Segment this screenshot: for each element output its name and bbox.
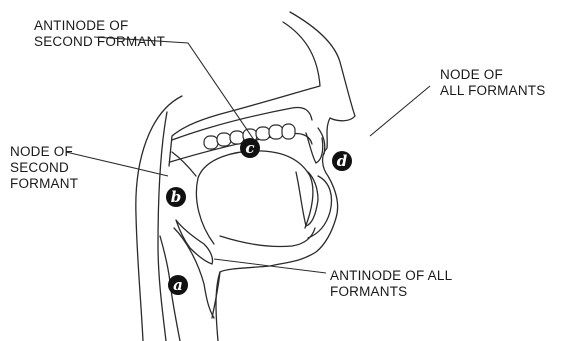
- tooth-1: [204, 136, 218, 149]
- label-antinode-all-line1: ANTINODE OF ALL: [330, 268, 452, 284]
- label-node-second-formant: NODE OF SECOND FORMANT: [10, 144, 78, 192]
- marker-b-text: b: [171, 188, 182, 206]
- tooth-6: [269, 125, 283, 139]
- label-node-second-line3: FORMANT: [10, 176, 78, 192]
- marker-d-text: d: [337, 152, 348, 170]
- leader-node-all: [370, 86, 430, 136]
- pharyngeal-wall: [158, 112, 167, 341]
- marker-c-text: c: [245, 139, 254, 157]
- tooth-2: [217, 133, 231, 146]
- larynx-inner: [174, 228, 214, 318]
- marker-c: c: [240, 138, 260, 158]
- label-antinode-second-line1: ANTINODE OF: [34, 18, 165, 34]
- leader-node-second: [66, 152, 168, 176]
- upper-lip-detail: [318, 128, 325, 154]
- label-antinode-second-formant: ANTINODE OF SECOND FORMANT: [34, 18, 165, 50]
- label-node-second-line2: SECOND: [10, 160, 78, 176]
- label-antinode-all-line2: FORMANTS: [330, 284, 452, 300]
- marker-a: a: [168, 275, 188, 295]
- lower-teeth: [296, 172, 318, 226]
- label-node-all-formants: NODE OF ALL FORMANTS: [440, 67, 545, 99]
- label-antinode-second-line2: SECOND FORMANT: [34, 34, 165, 50]
- leader-antinode-all: [214, 259, 326, 273]
- tooth-3: [230, 131, 244, 144]
- tongue: [196, 151, 313, 244]
- marker-a-text: a: [173, 276, 183, 294]
- lower-jaw: [220, 228, 315, 247]
- back-of-head-outline: [136, 96, 182, 341]
- label-node-second-line1: NODE OF: [10, 144, 78, 160]
- leader-antinode-second: [94, 37, 254, 140]
- marker-d: d: [332, 151, 352, 171]
- marker-b: b: [166, 187, 186, 207]
- label-antinode-all-formants: ANTINODE OF ALL FORMANTS: [330, 268, 452, 300]
- label-node-all-line1: NODE OF: [440, 67, 545, 83]
- tooth-5: [256, 127, 270, 140]
- tooth-7: [282, 124, 295, 139]
- label-node-all-line2: ALL FORMANTS: [440, 83, 545, 99]
